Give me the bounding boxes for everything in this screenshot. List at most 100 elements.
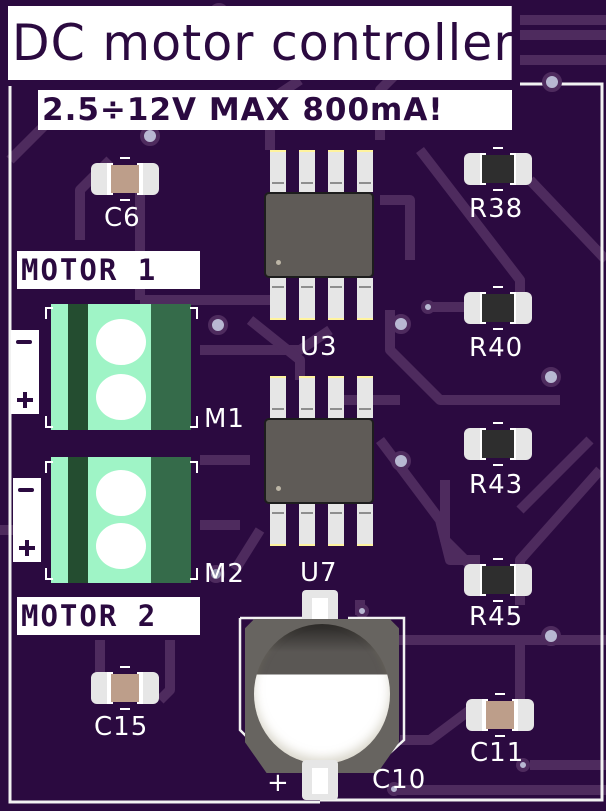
resistor-r45[interactable]	[464, 558, 532, 602]
ic-pin	[299, 278, 315, 320]
ic-pin	[328, 278, 344, 320]
courtyard-corner	[45, 568, 53, 580]
trace	[200, 325, 333, 355]
capacitor-body	[111, 165, 139, 193]
capacitor-c15[interactable]	[91, 666, 159, 710]
silk-mark	[493, 558, 503, 560]
ic-pin	[328, 376, 344, 418]
ref-c11: C11	[470, 738, 525, 768]
ic-u3[interactable]	[264, 150, 374, 350]
screw-terminal-hole[interactable]	[96, 523, 146, 569]
via	[391, 451, 411, 471]
silk-mark	[493, 147, 503, 149]
ref-r45: R45	[469, 602, 524, 632]
terminal-shade	[151, 457, 191, 583]
ic-u7[interactable]	[264, 376, 374, 576]
trace	[380, 195, 415, 260]
pad	[91, 163, 113, 195]
courtyard-corner	[45, 416, 53, 428]
capacitor-c6[interactable]	[91, 157, 159, 201]
silk-mark	[493, 464, 503, 466]
silk-mark	[495, 735, 505, 737]
ic-pin	[299, 150, 315, 192]
pad	[137, 163, 159, 195]
pad	[512, 699, 534, 731]
trace	[156, 640, 175, 704]
via	[516, 758, 530, 772]
resistor-body	[482, 294, 514, 322]
trace	[385, 310, 560, 405]
courtyard-corner	[190, 461, 198, 473]
trace	[246, 316, 305, 380]
ic-package	[264, 192, 374, 278]
minus-icon	[18, 488, 34, 492]
silk-mark	[493, 328, 503, 330]
silk-mark	[120, 199, 130, 201]
screw-terminal-hole[interactable]	[96, 470, 146, 516]
ref-r40: R40	[469, 333, 524, 363]
ic-pin	[357, 278, 373, 320]
ref-r43: R43	[469, 470, 524, 500]
via	[391, 314, 411, 334]
minus-icon	[16, 340, 32, 344]
resistor-body	[482, 566, 514, 594]
capacitor-c10[interactable]	[245, 619, 399, 773]
via	[355, 604, 369, 618]
ref-m2: M2	[204, 559, 245, 589]
ic-pin	[270, 278, 286, 320]
courtyard-corner	[190, 307, 198, 319]
ic-pin	[357, 150, 373, 192]
c10-polarity-plus: +	[267, 768, 290, 798]
resistor-r43[interactable]	[464, 422, 532, 466]
screw-terminal-hole[interactable]	[96, 319, 146, 365]
terminal-shade	[68, 304, 88, 430]
ic-pin	[270, 150, 286, 192]
c10-pad-bottom	[302, 760, 338, 800]
resistor-r40[interactable]	[464, 286, 532, 330]
via	[542, 72, 562, 92]
ic-pin	[328, 150, 344, 192]
silk-mark	[120, 666, 130, 668]
trace	[516, 436, 594, 514]
m1-polarity-marker	[11, 330, 39, 414]
capacitor-c11[interactable]	[466, 693, 534, 737]
silk-mark	[495, 693, 505, 695]
ref-m1: M1	[204, 404, 245, 434]
motor1-label: MOTOR 1	[17, 251, 200, 289]
screw-terminal-hole[interactable]	[96, 374, 146, 420]
ic-pin	[270, 376, 286, 418]
via	[541, 367, 561, 387]
motor2-label: MOTOR 2	[17, 597, 200, 635]
board-edge-outline	[8, 86, 320, 804]
courtyard-corner	[45, 461, 53, 473]
ic-pin	[357, 376, 373, 418]
courtyard-corner	[190, 568, 198, 580]
trace	[515, 466, 604, 605]
ref-c10: C10	[372, 765, 427, 795]
silk-mark	[493, 189, 503, 191]
ic-pin	[299, 504, 315, 546]
via	[421, 300, 435, 314]
board-rating-label: 2.5÷12V MAX 800mA!	[38, 90, 512, 130]
pin1-indicator	[276, 486, 281, 491]
via	[387, 782, 401, 796]
silk-mark	[493, 422, 503, 424]
ref-c6: C6	[104, 203, 141, 233]
courtyard-corner	[190, 416, 198, 428]
terminal-block-m2[interactable]	[51, 457, 191, 583]
pad	[137, 672, 159, 704]
terminal-shade	[68, 457, 88, 583]
via	[207, 565, 225, 583]
trace	[230, 527, 265, 573]
pad	[466, 699, 488, 731]
plus-icon	[25, 540, 29, 556]
trace	[440, 480, 474, 569]
capacitor-body	[111, 674, 139, 702]
ref-c15: C15	[94, 712, 149, 742]
ic-pin	[299, 376, 315, 418]
terminal-block-m1[interactable]	[51, 304, 191, 430]
resistor-r38[interactable]	[464, 147, 532, 191]
silk-mark	[120, 708, 130, 710]
pin1-indicator	[276, 260, 281, 265]
